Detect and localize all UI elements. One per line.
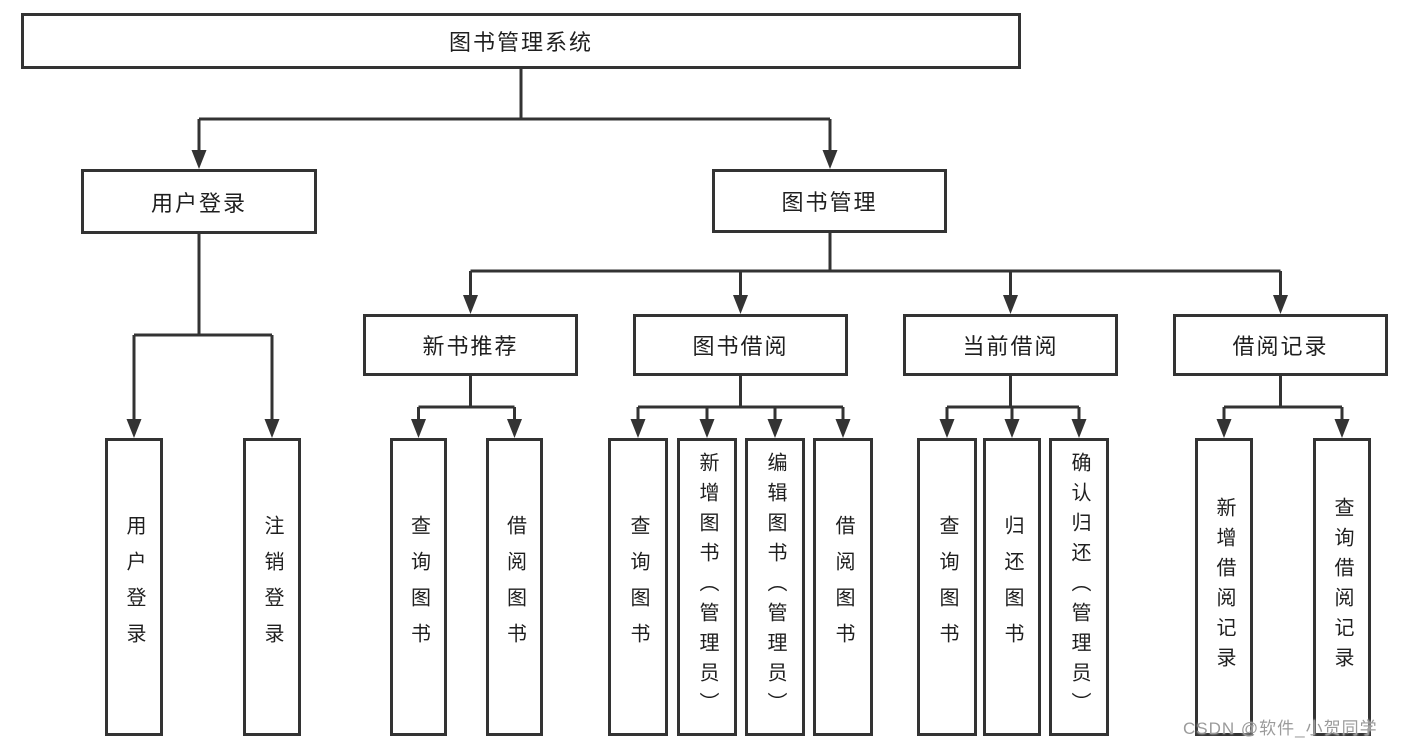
node-book-management: 图书管理 [712,169,947,233]
leaf-add-book-admin: 新增图书（管理员） [677,438,737,736]
node-user-login: 用户登录 [81,169,317,234]
arrowheads [126,150,1350,438]
leaf-logout: 注销登录 [243,438,301,736]
leaf-borrow-book-recommend: 借阅图书 [486,438,543,736]
leaf-return-book: 归还图书 [983,438,1041,736]
leaf-confirm-return-admin: 确认归还（管理员） [1049,438,1109,736]
node-book-borrow: 图书借阅 [633,314,848,376]
leaf-add-borrow-record: 新增借阅记录 [1195,438,1253,736]
leaf-query-book-current: 查询图书 [917,438,977,736]
leaf-query-book-recommend: 查询图书 [390,438,447,736]
node-library-management-system: 图书管理系统 [21,13,1021,69]
node-borrow-record: 借阅记录 [1173,314,1388,376]
leaf-edit-book-admin: 编辑图书（管理员） [745,438,805,736]
leaf-query-borrow-record: 查询借阅记录 [1313,438,1371,736]
leaf-user-login: 用户登录 [105,438,163,736]
csdn-watermark: CSDN @软件_小贺同学 [1183,719,1378,738]
node-current-borrow: 当前借阅 [903,314,1118,376]
node-new-book-recommend: 新书推荐 [363,314,578,376]
leaf-borrow-book: 借阅图书 [813,438,873,736]
leaf-query-book-borrow: 查询图书 [608,438,668,736]
